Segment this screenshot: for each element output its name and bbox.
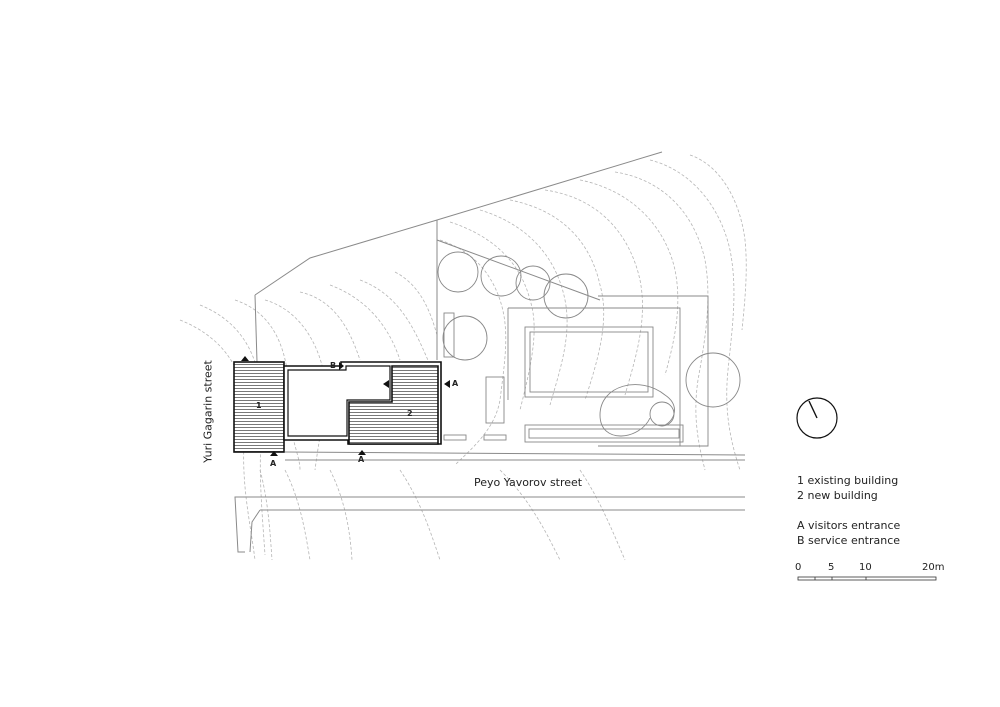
legend-existing-building: 1 existing building	[797, 474, 899, 487]
entrance-label-b: B	[330, 361, 337, 370]
scale-tick-20m: 20m	[922, 562, 945, 573]
street-label-gagarin: Yuri Gagarin street	[201, 360, 215, 463]
scale-bar	[797, 576, 937, 581]
entrance-markers	[241, 356, 450, 456]
building-number-existing: 1	[256, 401, 262, 410]
road-edges	[234, 496, 745, 553]
entrance-label-a-south: A	[358, 455, 365, 464]
legend-new-building: 2 new building	[797, 489, 878, 502]
legend-service-entrance: B service entrance	[797, 534, 901, 547]
building-number-new: 2	[407, 409, 413, 418]
trees	[437, 251, 741, 437]
terrain-contours	[179, 154, 747, 561]
landscape-features	[324, 295, 709, 447]
scale-tick-0: 0	[795, 562, 802, 573]
legend-visitors-entrance: A visitors entrance	[797, 519, 901, 532]
street-label-yavorov: Peyo Yavorov street	[474, 476, 583, 489]
scale-tick-10: 10	[859, 562, 872, 573]
north-arrow-icon	[796, 397, 838, 439]
building-new	[283, 361, 442, 445]
entrance-label-a-west: A	[270, 459, 277, 468]
entrance-label-a-east: A	[452, 379, 459, 388]
scale-tick-5: 5	[828, 562, 835, 573]
